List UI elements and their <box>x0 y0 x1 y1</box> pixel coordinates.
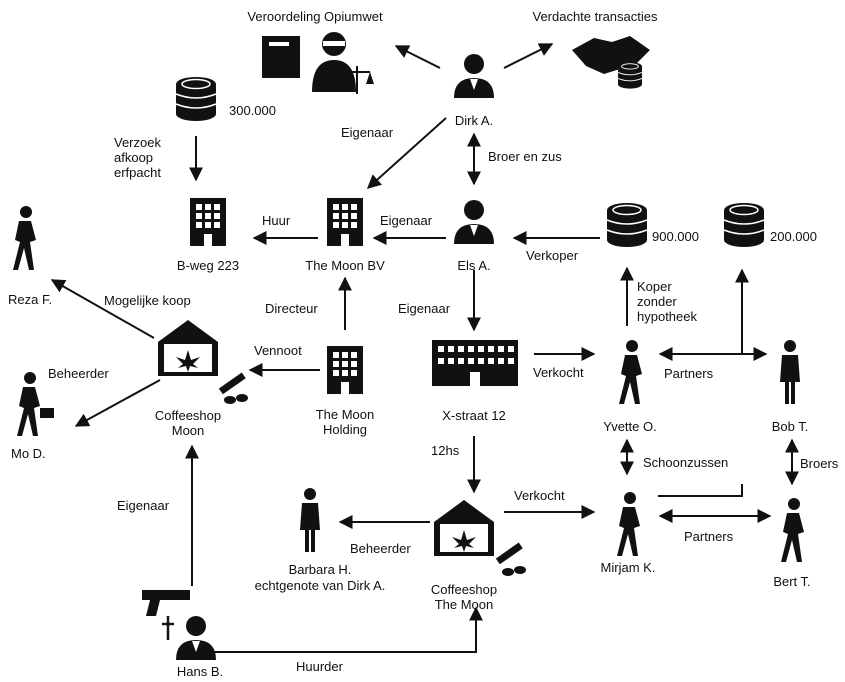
hans-icon <box>176 616 216 660</box>
judge-icon <box>262 32 374 94</box>
rel-schoonzussen: Schoonzussen <box>643 455 729 470</box>
syringe-pills-icon <box>218 372 248 404</box>
reza-icon <box>13 206 36 270</box>
rel-eigenaar-els: Eigenaar <box>380 213 433 228</box>
coins-200-icon <box>723 202 765 248</box>
label-transacties: Verdachte transacties <box>532 9 658 24</box>
label-reza: Reza F. <box>8 292 53 307</box>
rel-beheerder-barbara: Beheerder <box>350 541 411 556</box>
rel-broer-zus: Broer en zus <box>488 149 562 164</box>
dirk-icon <box>454 54 494 98</box>
label-coffeeshop-the-moon-2: The Moon <box>434 597 494 612</box>
label-mo: Mo D. <box>11 446 46 461</box>
coins-900-icon <box>606 202 648 248</box>
rel-eigenaar-hans: Eigenaar <box>117 498 170 513</box>
els-icon <box>454 200 494 244</box>
label-barbara-1: Barbara H. <box>288 562 352 577</box>
rel-verzoek-3: erfpacht <box>114 165 161 180</box>
bob-icon <box>780 340 800 404</box>
label-dirk: Dirk A. <box>454 113 494 128</box>
label-bob: Bob T. <box>771 419 809 434</box>
label-300000: 300.000 <box>229 103 276 118</box>
rel-koper-1: Koper <box>637 279 672 294</box>
rel-huur: Huur <box>262 213 291 228</box>
bert-icon <box>781 498 804 562</box>
rel-vennoot: Vennoot <box>254 343 302 358</box>
label-mirjam: Mirjam K. <box>600 560 656 575</box>
rel-mogelijke-koop: Mogelijke koop <box>104 293 191 308</box>
rel-verzoek-2: afkoop <box>114 150 154 165</box>
label-900000: 900.000 <box>652 229 699 244</box>
rel-12hs: 12hs <box>431 443 460 458</box>
label-yvette: Yvette O. <box>603 419 657 434</box>
rel-verkocht-cs: Verkocht <box>514 488 565 503</box>
label-moonbv: The Moon BV <box>305 258 385 273</box>
label-200000: 200.000 <box>770 229 817 244</box>
label-xstraat: X-straat 12 <box>442 408 506 423</box>
coffeeshop-moon-icon <box>158 320 218 376</box>
rel-eigenaar-dirk: Eigenaar <box>341 125 394 140</box>
mirjam-icon <box>617 492 640 556</box>
rel-directeur: Directeur <box>265 301 318 316</box>
rel-beheerder-mo: Beheerder <box>48 366 109 381</box>
label-bert: Bert T. <box>773 574 811 589</box>
handshake-coins-icon <box>572 36 650 90</box>
label-bweg: B-weg 223 <box>176 258 240 273</box>
rel-verzoek-1: Verzoek <box>114 135 161 150</box>
coffeeshop-the-moon-icon <box>434 500 494 556</box>
rel-partners-yb: Partners <box>664 366 714 381</box>
label-moon-holding-2: Holding <box>322 422 368 437</box>
mo-icon <box>17 372 54 436</box>
label-moon-holding-1: The Moon <box>315 407 375 422</box>
label-hans: Hans B. <box>176 664 224 679</box>
rel-koper-3: hypotheek <box>637 309 697 324</box>
coins-300-icon <box>175 76 217 122</box>
yvette-icon <box>619 340 642 404</box>
label-els: Els A. <box>457 258 491 273</box>
label-coffeeshop-the-moon-1: Coffeeshop <box>430 582 498 597</box>
bweg-building-icon <box>190 198 226 246</box>
rel-huurder: Huurder <box>296 659 343 674</box>
syringe-pills-icon-2 <box>495 542 526 576</box>
moon-holding-building-icon <box>327 346 363 394</box>
xstraat-building-icon <box>432 340 518 386</box>
gun-icon <box>142 590 190 640</box>
label-veroordeling: Veroordeling Opiumwet <box>247 9 383 24</box>
rel-broers: Broers <box>800 456 839 471</box>
relation-arrows <box>50 43 799 653</box>
rel-verkoper: Verkoper <box>526 248 579 263</box>
rel-eigenaar-x: Eigenaar <box>398 301 451 316</box>
label-coffeeshop-moon-1: Coffeeshop <box>154 408 222 423</box>
rel-verkocht-x: Verkocht <box>533 365 584 380</box>
label-barbara-2: echtgenote van Dirk A. <box>254 578 386 593</box>
rel-partners-mb: Partners <box>684 529 734 544</box>
moonbv-building-icon <box>327 198 363 246</box>
rel-koper-2: zonder <box>637 294 677 309</box>
barbara-icon <box>300 488 320 552</box>
label-coffeeshop-moon-2: Moon <box>171 423 205 438</box>
